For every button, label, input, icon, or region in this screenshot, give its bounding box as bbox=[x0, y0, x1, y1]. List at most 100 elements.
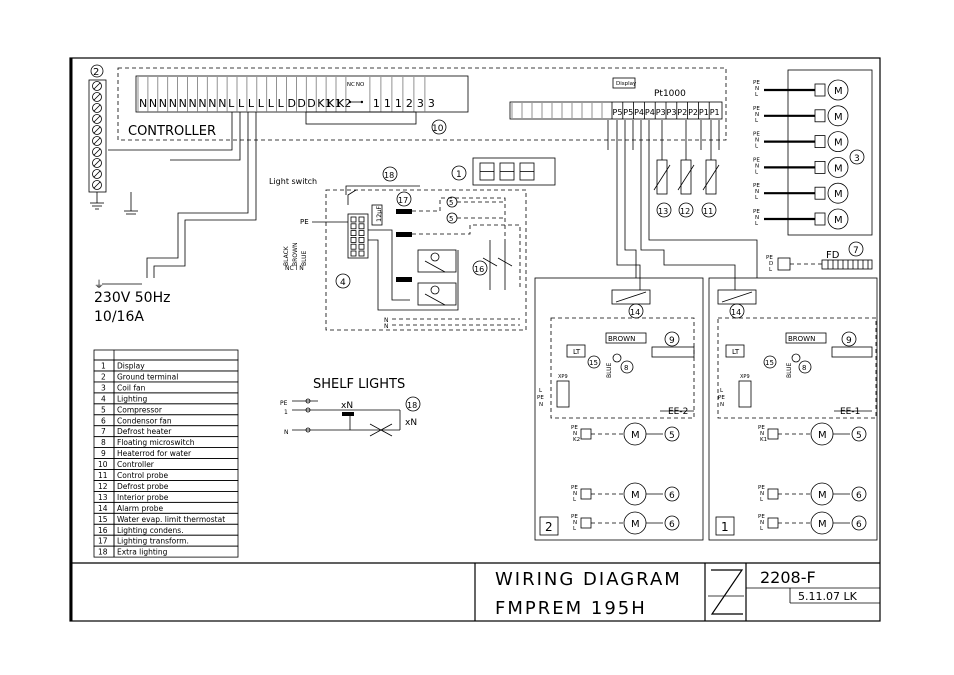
probe-13-callout: 13 bbox=[658, 207, 668, 216]
legend-number: 7 bbox=[101, 427, 106, 436]
motor-pin: L bbox=[573, 526, 577, 532]
unit2-xp9-label: XP9 bbox=[558, 374, 568, 380]
controller-terminal: L bbox=[268, 97, 275, 110]
motor-pin: K2 bbox=[573, 437, 580, 443]
controller-callout: 10 bbox=[432, 124, 444, 134]
light-conn-pin bbox=[358, 243, 365, 250]
light-compressor-callout-a: 5 bbox=[449, 199, 453, 207]
fan-pe-pin: PE bbox=[753, 157, 760, 163]
legend-text: Alarm probe bbox=[117, 504, 163, 513]
unit-1-box: 14 LT BROWN BLUE 15 8 9 XP9 L PE N EE-1 … bbox=[640, 120, 878, 541]
controller-terminal: N bbox=[169, 97, 177, 110]
controller-terminal: N bbox=[218, 97, 226, 110]
light-conn-pin bbox=[358, 223, 365, 230]
motor-callout: 6 bbox=[856, 491, 862, 501]
controller-terminal: K1 bbox=[317, 97, 331, 110]
controller-terminal: 3 bbox=[417, 97, 424, 110]
unit2-float-callout: 8 bbox=[624, 364, 628, 372]
defrost-heater: 7 PE D L FD bbox=[766, 241, 873, 273]
probe-11-callout: 11 bbox=[703, 207, 713, 216]
shelf-n-pin: N bbox=[284, 429, 289, 436]
motor-pe-pin: PE bbox=[758, 425, 765, 431]
legend-number: 18 bbox=[98, 548, 108, 557]
shelf-1-pin: 1 bbox=[284, 409, 288, 416]
legend-header-row bbox=[93, 349, 239, 361]
unit-2-box: 14 LT BROWN BLUE 15 8 9 XP9 L PE N EE-2 … bbox=[534, 120, 704, 541]
ground-screw-slot bbox=[93, 82, 101, 90]
controller-terminal: N bbox=[149, 97, 157, 110]
fan-n-pin: N bbox=[755, 215, 759, 221]
motor-label: M bbox=[818, 519, 827, 530]
motor-callout-circle bbox=[664, 426, 680, 442]
motor-callout-circle bbox=[851, 515, 867, 531]
ground-screw-slot bbox=[93, 104, 101, 112]
unit1-ee-label: EE-1 bbox=[840, 407, 860, 417]
shelf-extra-callout: 18 bbox=[407, 401, 417, 410]
motor-callout: 5 bbox=[856, 431, 862, 441]
svg-text:⏚: ⏚ bbox=[94, 279, 104, 291]
fan-pe-pin: PE bbox=[753, 209, 760, 215]
light-conn-pin bbox=[358, 230, 365, 237]
light-extra-callout: 16 bbox=[474, 265, 484, 274]
light-conn-pin bbox=[350, 236, 357, 243]
probes: 13 12 11 bbox=[607, 120, 720, 218]
controller-terminal: L bbox=[228, 97, 235, 110]
fan-pe-pin: PE bbox=[753, 106, 760, 112]
legend-text: Control probe bbox=[117, 471, 169, 480]
legend-text: Coil fan bbox=[117, 383, 146, 392]
legend-text: Defrost heater bbox=[117, 427, 172, 436]
light-conn-pin bbox=[358, 216, 365, 223]
light-transform-callout-top: 18 bbox=[384, 171, 394, 180]
legend-text: Lighting condens. bbox=[117, 526, 184, 535]
legend-number: 4 bbox=[101, 394, 106, 403]
shelf-lights-title: SHELF LIGHTS bbox=[313, 377, 405, 392]
legend-number: 16 bbox=[98, 526, 108, 535]
supply-current: 10/16A bbox=[94, 309, 144, 325]
motor-connector bbox=[580, 428, 592, 440]
wire-brown-label: BROWN bbox=[292, 243, 299, 266]
light-conn-pin bbox=[358, 236, 365, 243]
unit2-heaterrod-callout: 9 bbox=[669, 336, 675, 346]
controller-terminal: N bbox=[189, 97, 197, 110]
legend-text: Extra lighting bbox=[117, 548, 168, 557]
unit1-pe-pin: PE bbox=[718, 395, 725, 401]
fan-l-pin: L bbox=[755, 195, 759, 201]
fan-motor-icon bbox=[827, 208, 849, 230]
probe-terminal: P4 bbox=[645, 108, 655, 117]
motor-label: M bbox=[818, 430, 827, 441]
unit2-brown-label: BROWN bbox=[608, 335, 635, 343]
motor-n-pin: N bbox=[573, 431, 577, 437]
relay-dot bbox=[348, 100, 352, 104]
fan-connector bbox=[814, 212, 826, 226]
fan-l-pin: L bbox=[755, 169, 759, 175]
unit1-brown-label: BROWN bbox=[788, 335, 815, 343]
fan-l-pin: L bbox=[755, 144, 759, 150]
motor-callout-circle bbox=[851, 426, 867, 442]
fan-l-pin: L bbox=[755, 118, 759, 124]
fan-n-pin: N bbox=[755, 163, 759, 169]
light-conn-pin bbox=[350, 216, 357, 223]
fan-pe-pin: PE bbox=[753, 80, 760, 86]
motor-pin: L bbox=[760, 526, 764, 532]
heater-l-pin: L bbox=[769, 267, 773, 273]
ground-screw-slot bbox=[93, 181, 101, 189]
motor-pe-pin: PE bbox=[758, 514, 765, 520]
unit2-blue-label: BLUE bbox=[606, 362, 613, 378]
heater-pe-pin: PE bbox=[766, 255, 773, 261]
shelf-xn-label-a: xN bbox=[341, 401, 353, 411]
relay-dot bbox=[360, 100, 364, 104]
unit1-blue-label: BLUE bbox=[786, 362, 793, 378]
legend-number: 12 bbox=[98, 482, 108, 491]
legend-number: 11 bbox=[98, 471, 108, 480]
light-transform-callout: 17 bbox=[398, 196, 408, 205]
fan-motor-icon bbox=[827, 131, 849, 153]
fan-connector bbox=[814, 109, 826, 123]
probe-terminal: P2 bbox=[677, 108, 687, 117]
supply-wiring: ⏚ 230V 50Hz 10/16A bbox=[94, 112, 257, 325]
title-line-1: WIRING DIAGRAM bbox=[495, 569, 682, 590]
relay-nc-label: NC bbox=[347, 82, 355, 88]
motor-n-pin: N bbox=[760, 431, 764, 437]
probe-terminal: P1 bbox=[699, 108, 709, 117]
motor-pe-pin: PE bbox=[758, 485, 765, 491]
